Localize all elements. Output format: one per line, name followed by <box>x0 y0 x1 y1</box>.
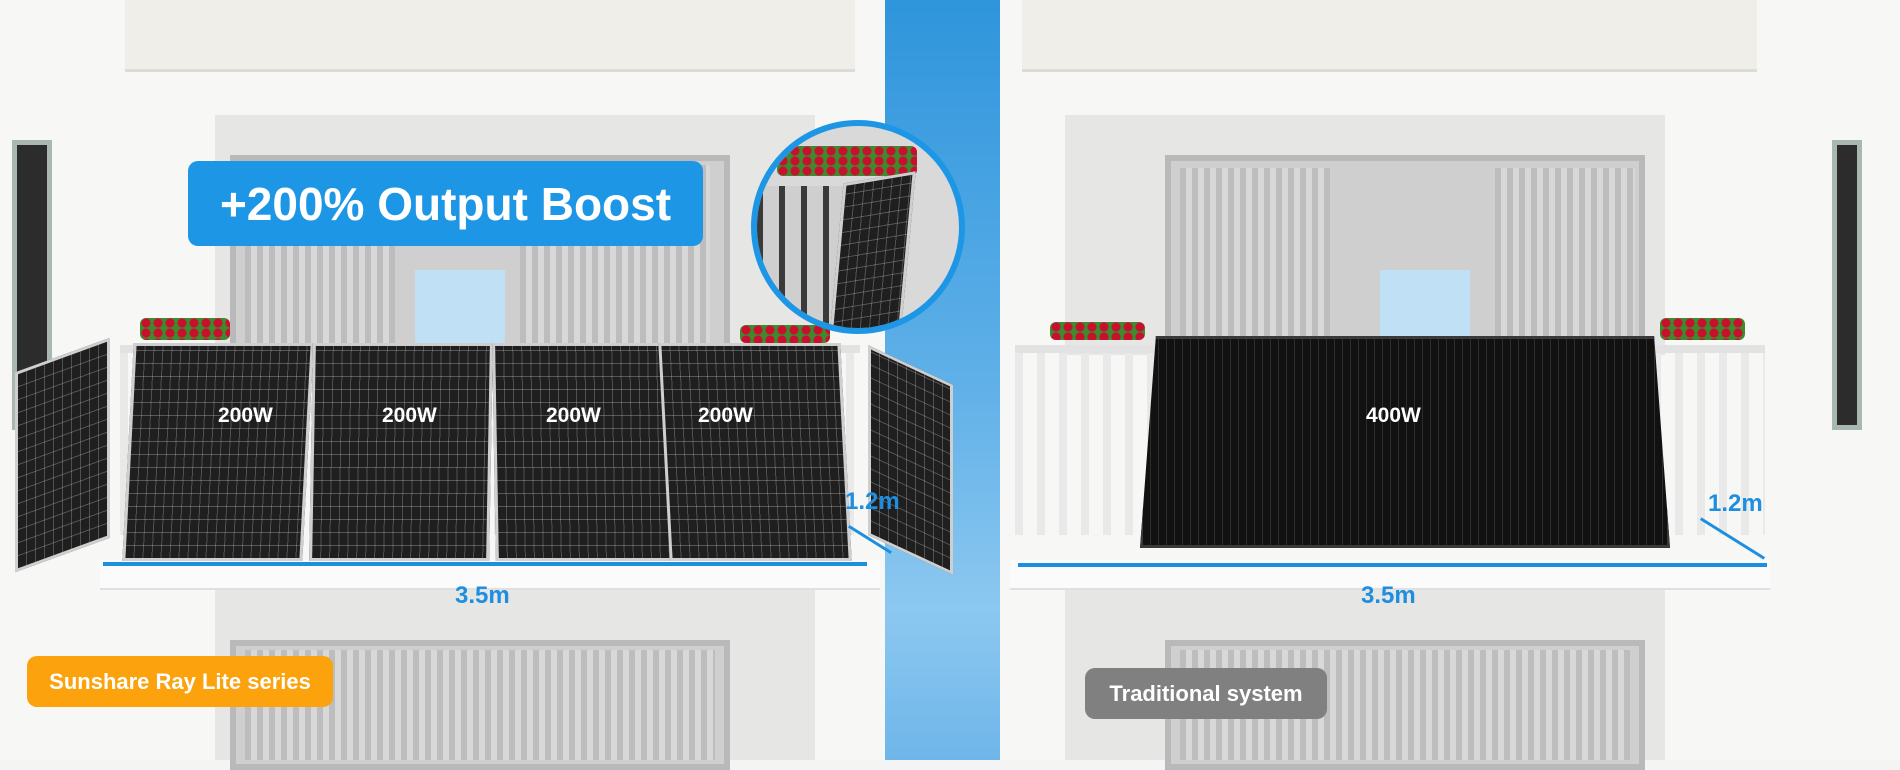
solar-panel-400w <box>1140 336 1670 548</box>
inset-panel <box>828 171 916 328</box>
panel-wattage-label: 200W <box>218 404 273 427</box>
solar-panel-3 <box>492 343 676 561</box>
inset-flowers <box>777 146 917 176</box>
right-curtain <box>1495 168 1635 348</box>
right-depth-label: 1.2m <box>1708 490 1763 517</box>
right-width-label: 3.5m <box>1361 582 1416 609</box>
flower-box <box>140 318 230 340</box>
traditional-system-badge: Traditional system <box>1085 668 1327 719</box>
panel-wattage-label: 200W <box>698 404 753 427</box>
left-width-label: 3.5m <box>455 582 510 609</box>
output-boost-banner: +200% Output Boost <box>188 161 703 246</box>
solar-panel-1 <box>122 343 314 561</box>
right-side-window <box>1832 140 1862 430</box>
panel-wattage-label: 400W <box>1366 404 1421 427</box>
solar-panel-2 <box>309 343 493 561</box>
left-side-panel <box>15 337 110 573</box>
left-roof <box>125 0 855 72</box>
right-roof <box>1022 0 1757 72</box>
mounting-detail-inset <box>751 120 965 334</box>
solar-panel-4 <box>658 343 852 561</box>
flower-box <box>740 325 830 343</box>
panel-wattage-label: 200W <box>546 404 601 427</box>
right-side-panel <box>868 345 953 575</box>
right-width-dimension-line <box>1018 563 1767 567</box>
right-curtain <box>1180 168 1330 348</box>
left-depth-label: 1.2m <box>845 488 900 515</box>
flower-box <box>1660 318 1745 340</box>
sunshare-series-badge: Sunshare Ray Lite series <box>27 656 333 707</box>
flower-box <box>1050 322 1145 340</box>
left-window-glass <box>415 270 505 350</box>
panel-wattage-label: 200W <box>382 404 437 427</box>
left-width-dimension-line <box>103 562 867 566</box>
